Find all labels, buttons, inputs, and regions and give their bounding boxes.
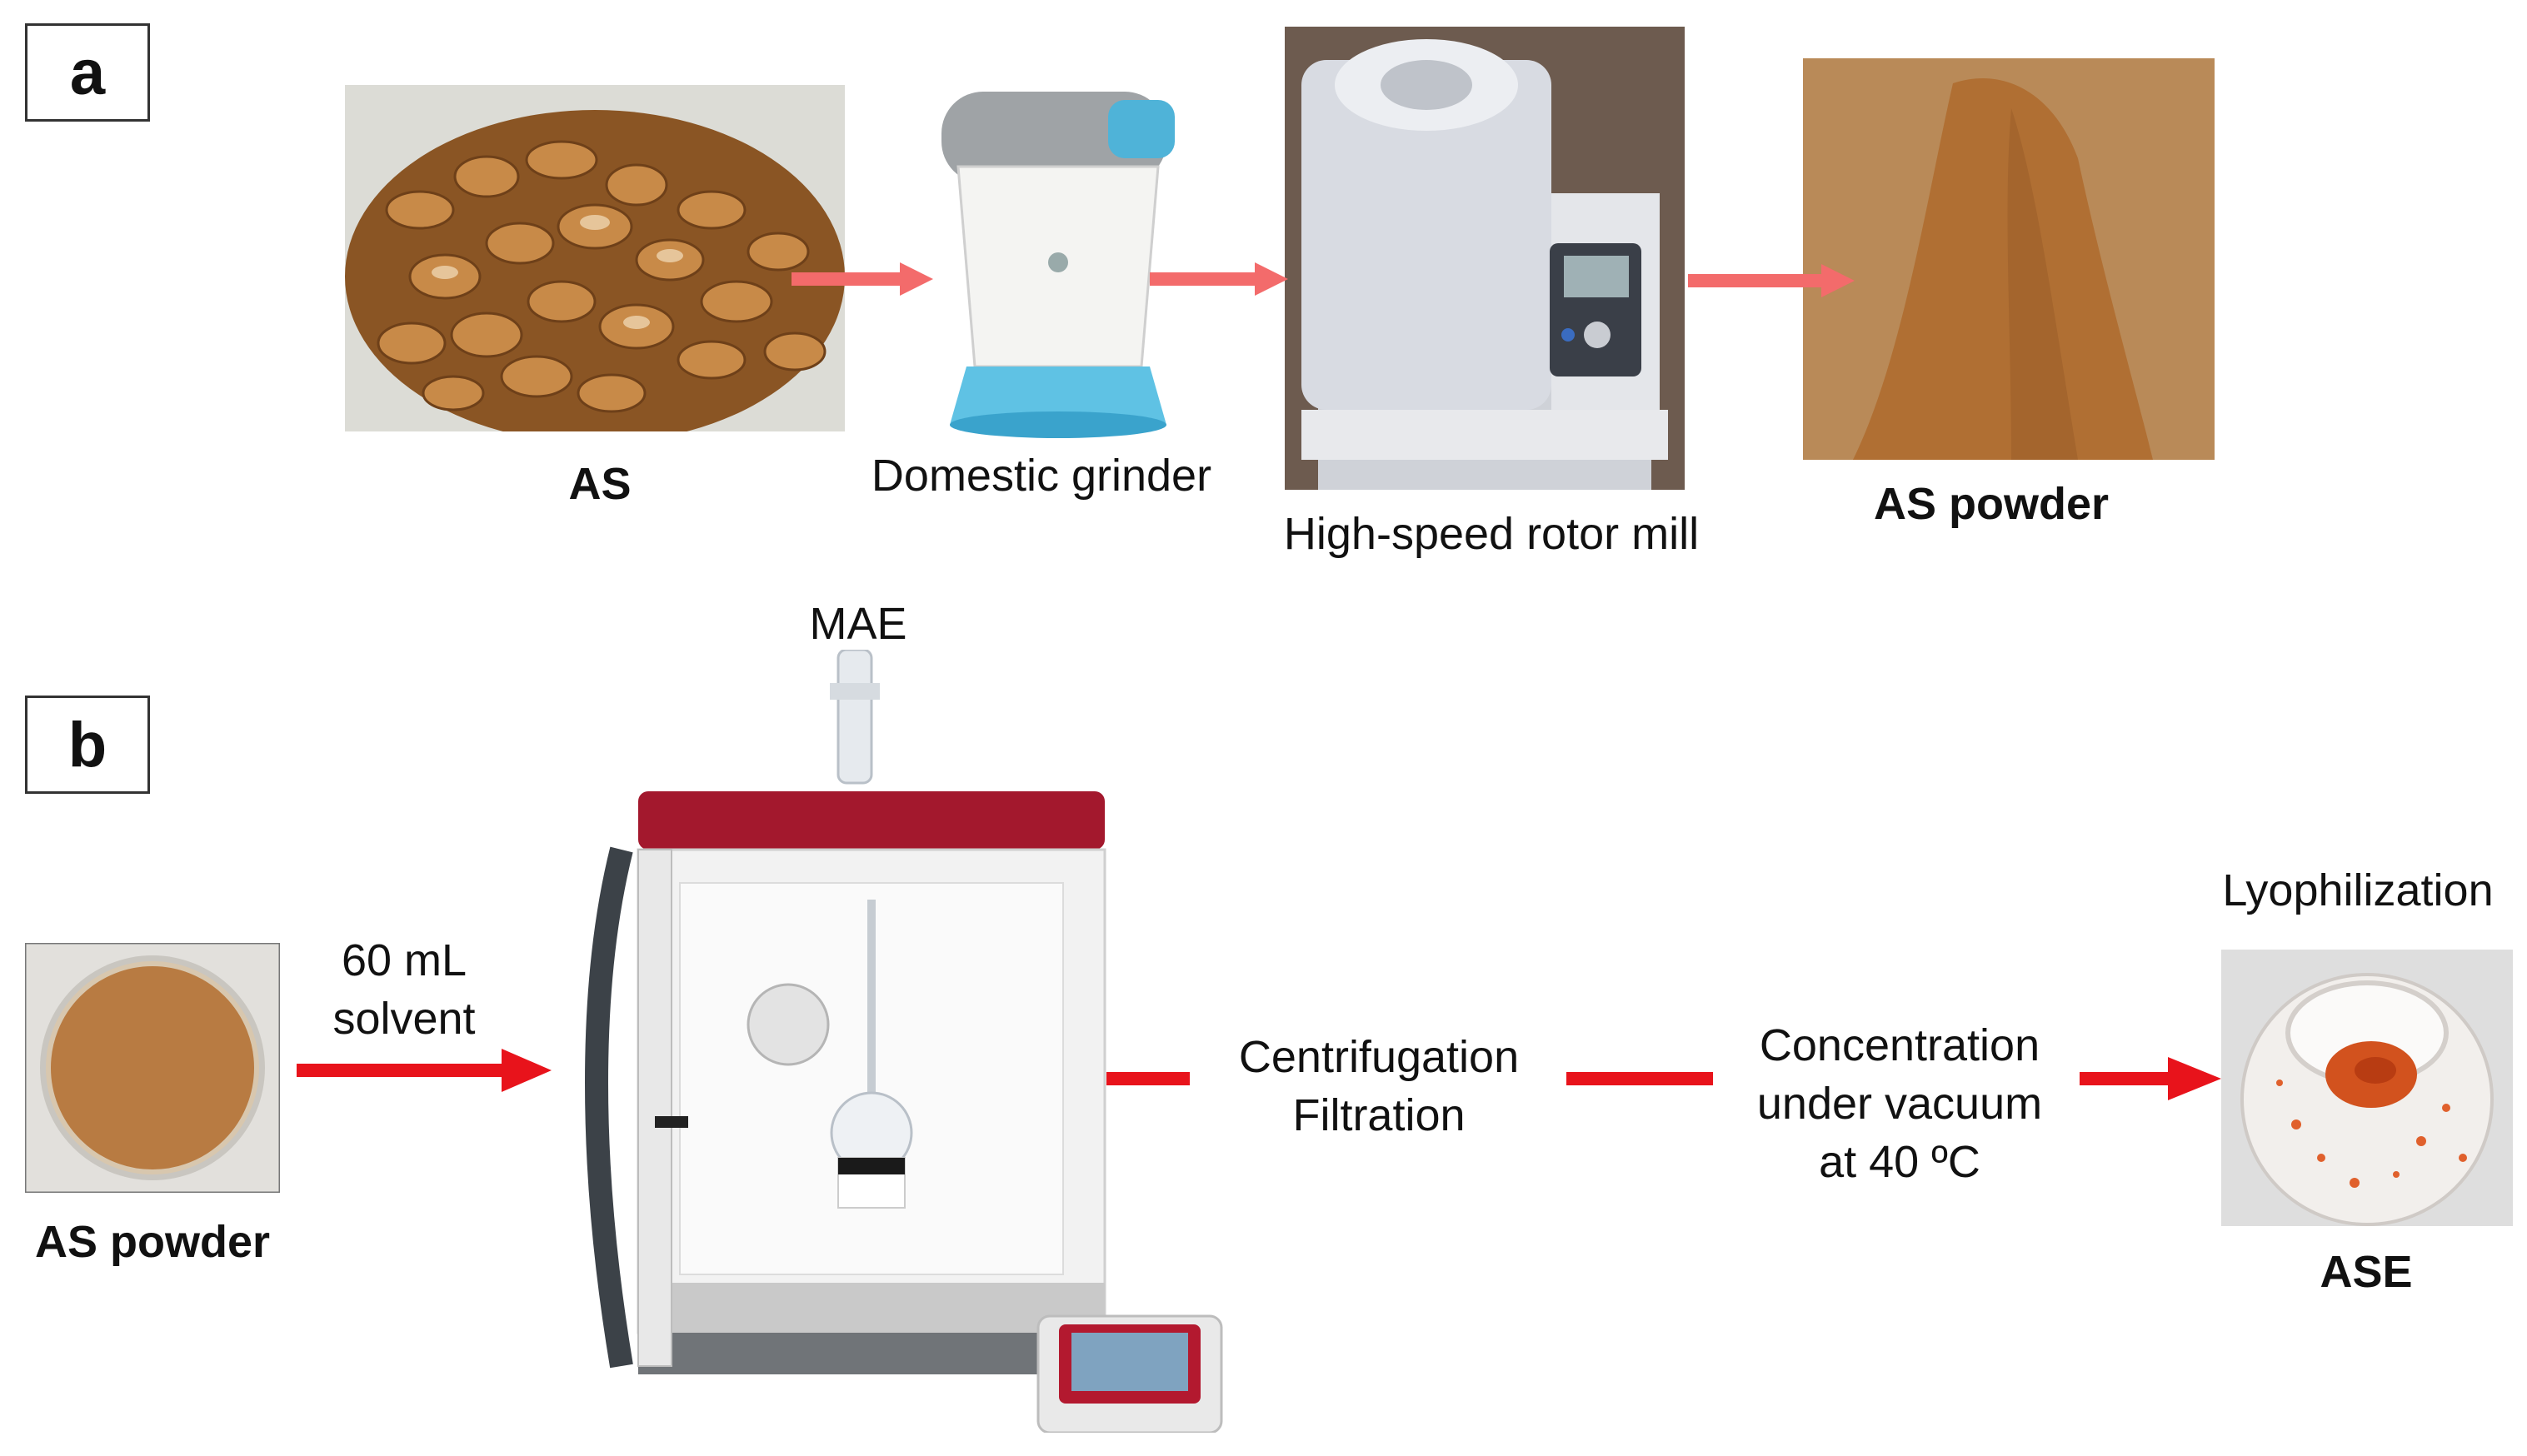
caption-as-powder-a: AS powder xyxy=(1873,479,2110,529)
rotor-mill-photo xyxy=(1285,27,1685,490)
arrow-b1-label-1: 60 mL xyxy=(341,935,467,985)
arrow-b1-label-2: solvent xyxy=(332,994,476,1044)
arrow-b4 xyxy=(2080,1057,2221,1100)
petri-dish-photo xyxy=(25,943,280,1193)
as-powder-photo xyxy=(1803,58,2215,460)
caption-mae: MAE xyxy=(809,599,907,649)
caption-as-powder-b: AS powder xyxy=(34,1217,271,1267)
caption-concentration: Concentration xyxy=(1759,1020,2040,1070)
caption-domestic-grinder: Domestic grinder xyxy=(871,451,1212,501)
ase-extract-photo xyxy=(2221,950,2513,1226)
arrow-a2 xyxy=(1150,262,1288,296)
caption-under-vacuum: under vacuum xyxy=(1756,1079,2043,1129)
arrow-a3 xyxy=(1688,264,1855,297)
caption-centrifugation: Centrifugation xyxy=(1238,1032,1520,1082)
caption-as: AS xyxy=(568,459,632,509)
almond-shells-photo xyxy=(345,85,845,431)
caption-filtration: Filtration xyxy=(1292,1090,1466,1140)
arrow-b1 xyxy=(297,1049,552,1092)
dash-b3 xyxy=(1566,1072,1713,1085)
caption-at-40c: at 40 ºC xyxy=(1819,1137,1980,1187)
panel-b-label: b xyxy=(25,696,150,794)
arrow-a1 xyxy=(792,262,933,296)
panel-a-label: a xyxy=(25,23,150,122)
caption-rotor-mill: High-speed rotor mill xyxy=(1283,509,1700,559)
caption-ase: ASE xyxy=(2320,1247,2413,1297)
domestic-grinder-photo xyxy=(941,92,1175,438)
caption-lyophilization: Lyophilization xyxy=(2222,865,2494,915)
microwave-extractor-photo xyxy=(585,650,1223,1433)
dash-b2 xyxy=(1106,1072,1190,1085)
